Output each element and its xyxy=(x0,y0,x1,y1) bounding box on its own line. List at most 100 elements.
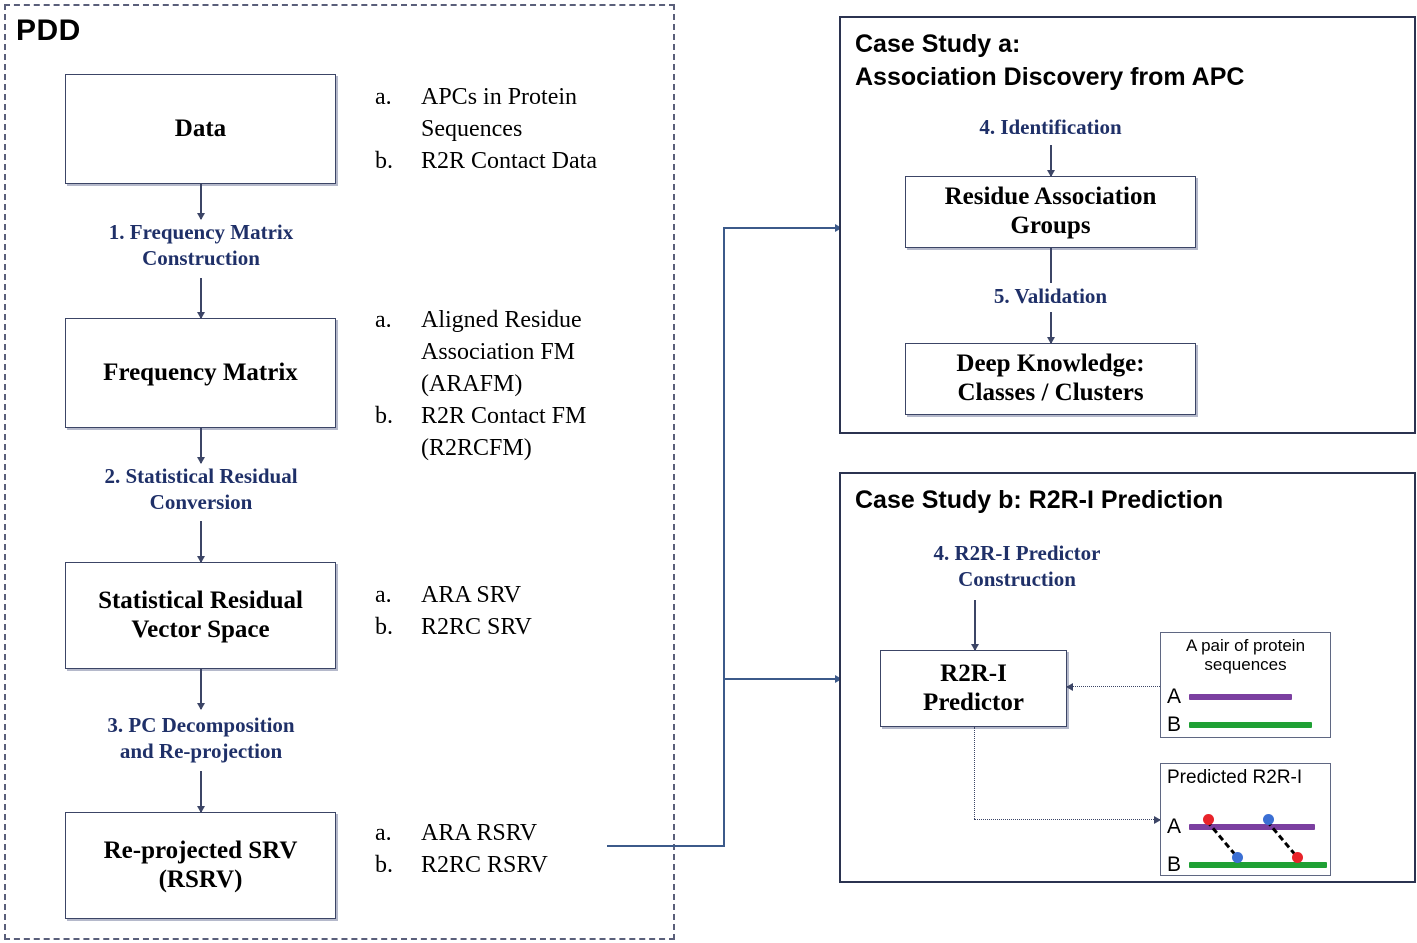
box-data-label: Data xyxy=(174,114,227,142)
predicted-label-a: A xyxy=(1167,815,1182,838)
residue-dot-red-b xyxy=(1292,852,1303,863)
box-rsrv-line2: (RSRV) xyxy=(158,865,243,893)
list-text: R2R Contact Data xyxy=(421,147,597,174)
box-r2r-i-predictor[interactable]: R2R-I Predictor xyxy=(880,650,1067,727)
predicted-line-a xyxy=(1189,824,1315,830)
box-rsrv-line1: Re-projected SRV xyxy=(103,836,298,864)
box-deep-knowledge-line2: Classes / Clusters xyxy=(957,379,1144,406)
box-predictor-line2: Predictor xyxy=(923,688,1024,716)
case-study-a-title: Case Study a: Association Discovery from… xyxy=(855,28,1244,93)
list-item: a. APCs in Protein Sequences xyxy=(375,82,655,146)
connector-step2-to-srv-space xyxy=(197,521,204,563)
connector-step5-to-deep-knowledge xyxy=(1047,312,1054,344)
box-statistical-residual-vector-space[interactable]: Statistical Residual Vector Space xyxy=(65,562,336,669)
list-text: APCs in Protein Sequences xyxy=(421,84,578,142)
step-2-label: 2. Statistical Residual Conversion xyxy=(60,463,342,516)
case-study-a-title-line2: Association Discovery from APC xyxy=(855,62,1245,91)
connector-rsrv-to-case-studies xyxy=(607,845,725,847)
step-3-line1: 3. PC Decomposition xyxy=(107,713,295,737)
pdd-title: PDD xyxy=(16,14,81,47)
box-rag-label: Residue Association Groups xyxy=(939,183,1163,241)
list-marker: b. xyxy=(375,613,393,640)
box-deep-knowledge-label: Deep Knowledge: Classes / Clusters xyxy=(950,350,1150,408)
enum-frequency-matrix-list: a. Aligned Residue Association FM (ARAFM… xyxy=(375,305,655,465)
card-protein-sequence-pair: A pair of protein sequences A B xyxy=(1160,632,1331,738)
sequence-line-b xyxy=(1189,722,1312,728)
enum-rsrv-list: a. ARA RSRV b. R2RC RSRV xyxy=(375,818,655,882)
step-3-label: 3. PC Decomposition and Re-projection xyxy=(60,712,342,765)
list-marker: b. xyxy=(375,147,393,174)
sequence-line-a xyxy=(1189,694,1292,700)
step-4b-line2: Construction xyxy=(958,567,1076,592)
predicted-row-a: A xyxy=(1167,815,1332,839)
connector-step4-to-residue-association-groups xyxy=(1047,145,1054,177)
box-rag-line2: Groups xyxy=(1010,212,1091,239)
box-predictor-label: R2R-I Predictor xyxy=(917,660,1030,718)
box-srv-space-line2: Vector Space xyxy=(131,615,270,643)
list-text: R2RC SRV xyxy=(421,613,532,640)
list-marker: a. xyxy=(375,582,392,608)
connector-step3-to-rsrv xyxy=(197,771,204,813)
residue-dot-blue-b xyxy=(1232,852,1243,863)
step-1-line1: 1. Frequency Matrix xyxy=(108,220,294,244)
box-predictor-line1: R2R-I xyxy=(940,659,1007,687)
card-pair-caption-line1: A pair of protein xyxy=(1185,636,1306,655)
predicted-row-b: B xyxy=(1167,853,1332,877)
step-4-identification-label: 4. Identification xyxy=(979,115,1122,139)
connector-pair-card-to-predictor xyxy=(1066,682,1160,691)
box-srv-space-line1: Statistical Residual xyxy=(98,586,303,614)
box-deep-knowledge[interactable]: Deep Knowledge: Classes / Clusters xyxy=(905,343,1196,415)
connector-to-case-study-b xyxy=(723,675,842,682)
sequence-row-b: B xyxy=(1167,713,1327,737)
case-study-b-title: Case Study b: R2R-I Prediction xyxy=(855,486,1224,514)
list-marker: a. xyxy=(375,820,392,846)
box-data[interactable]: Data xyxy=(65,74,336,184)
list-text: R2R Contact FM (R2RCFM) xyxy=(421,402,587,461)
enum-data-list: a. APCs in Protein Sequences b. R2R Cont… xyxy=(375,82,655,178)
case-study-a-title-line1: Case Study a: xyxy=(855,30,1021,58)
sequence-label-b: B xyxy=(1167,713,1182,736)
predicted-label-b: B xyxy=(1167,853,1182,876)
list-item: b. R2R Contact FM (R2RCFM) xyxy=(375,401,655,465)
box-rsrv-label: Re-projected SRV (RSRV) xyxy=(98,837,304,895)
connector-vertical-trunk xyxy=(723,227,725,847)
list-item: a. ARA SRV xyxy=(375,580,655,612)
step-2-line2: Conversion xyxy=(149,490,253,515)
step-2-line1: 2. Statistical Residual xyxy=(104,464,298,488)
sequence-label-a: A xyxy=(1167,685,1182,708)
box-srv-space-label: Statistical Residual Vector Space xyxy=(92,587,309,645)
step-3-line2: and Re-projection xyxy=(119,739,283,764)
step-1-label: 1. Frequency Matrix Construction xyxy=(60,219,342,272)
card-pair-caption-line2: sequences xyxy=(1204,655,1287,675)
step-1-line2: Construction xyxy=(142,246,260,271)
box-deep-knowledge-line1: Deep Knowledge: xyxy=(956,350,1145,378)
box-residue-association-groups[interactable]: Residue Association Groups xyxy=(905,176,1196,248)
card-predicted-caption: Predicted R2R-I xyxy=(1167,767,1303,788)
step-5-validation-label: 5. Validation xyxy=(993,284,1108,308)
connector-predictor-down xyxy=(974,727,975,819)
connector-predictor-to-predicted-card xyxy=(974,815,1161,824)
list-item: b. R2RC SRV xyxy=(375,612,655,644)
list-marker: a. xyxy=(375,84,392,110)
list-text: Aligned Residue Association FM (ARAFM) xyxy=(421,307,582,397)
pdd-panel xyxy=(4,4,675,940)
list-item: b. R2RC RSRV xyxy=(375,850,655,882)
list-marker: b. xyxy=(375,402,393,429)
list-item: a. Aligned Residue Association FM (ARAFM… xyxy=(375,305,655,401)
connector-srv-space-to-step3 xyxy=(197,669,204,710)
box-rag-line1: Residue Association xyxy=(944,183,1157,211)
residue-dot-blue-a xyxy=(1263,814,1274,825)
enum-srv-list: a. ARA SRV b. R2RC SRV xyxy=(375,580,655,644)
step-4-predictor-construction-label: 4. R2R-I Predictor Construction xyxy=(872,540,1162,593)
list-marker: b. xyxy=(375,851,393,878)
list-text: ARA RSRV xyxy=(421,820,538,846)
connector-data-to-step1 xyxy=(197,184,204,220)
predicted-line-b xyxy=(1189,862,1327,868)
step-4b-line1: 4. R2R-I Predictor xyxy=(933,541,1101,565)
connector-rag-to-step5 xyxy=(1050,248,1052,283)
box-reprojected-srv[interactable]: Re-projected SRV (RSRV) xyxy=(65,812,336,919)
connector-step4b-to-predictor xyxy=(971,600,978,651)
box-frequency-matrix[interactable]: Frequency Matrix xyxy=(65,318,336,428)
sequence-row-a: A xyxy=(1167,685,1327,709)
